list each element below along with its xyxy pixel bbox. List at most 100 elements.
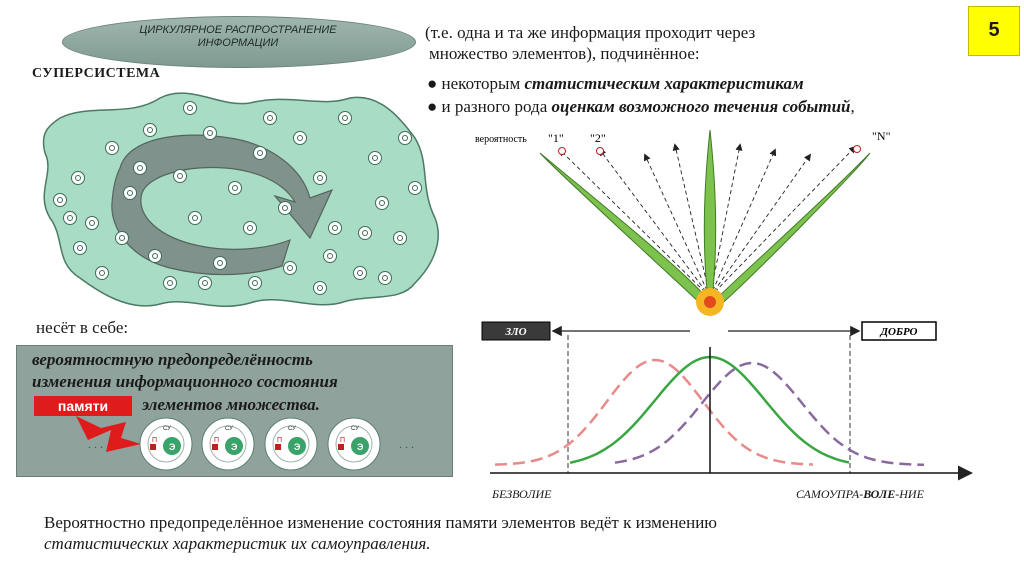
cell-element bbox=[253, 146, 267, 160]
cell-e-label: Э bbox=[231, 442, 238, 452]
cell-p-label: П bbox=[214, 437, 219, 444]
bullet-1: ● некоторым статистическим характеристик… bbox=[427, 74, 804, 94]
cell-element bbox=[393, 231, 407, 245]
cell-element bbox=[243, 221, 257, 235]
dots-left: . . . bbox=[88, 437, 103, 451]
cell-element bbox=[328, 221, 342, 235]
bullet-2: ● и разного рода оценкам возможного тече… bbox=[427, 97, 855, 117]
leaf-right bbox=[711, 152, 871, 308]
evil-box bbox=[481, 321, 551, 341]
cell-element bbox=[163, 276, 177, 290]
cell-element bbox=[228, 181, 242, 195]
cell-element bbox=[323, 249, 337, 263]
bullet-2-tail: , bbox=[850, 97, 855, 116]
cell-element bbox=[95, 266, 109, 280]
cell-element bbox=[313, 171, 327, 185]
cell-element bbox=[203, 126, 217, 140]
grey-box-line3: элементов множества. bbox=[142, 395, 320, 414]
cell-element bbox=[63, 211, 77, 225]
page-number-badge: 5 bbox=[968, 6, 1020, 56]
curve-purple-dashed bbox=[614, 361, 924, 466]
bullet-dot-icon: ● bbox=[427, 97, 442, 116]
fan-arrow bbox=[672, 143, 711, 298]
caption: Вероятностно предопределённое изменение … bbox=[44, 512, 1004, 554]
endpoint-n bbox=[853, 145, 861, 153]
oval-title-text: ЦИРКУЛЯРНОЕ РАСПРОСТРАНЕНИЕ ИНФОРМАЦИИ bbox=[62, 24, 414, 50]
cell-element bbox=[338, 111, 352, 125]
cell-dots bbox=[53, 101, 422, 295]
carries-label: несёт в себе: bbox=[36, 318, 129, 337]
bullet-2-normal: и разного рода bbox=[441, 97, 552, 116]
cell-element bbox=[353, 266, 367, 280]
memory-arrow bbox=[76, 416, 141, 452]
cell-element bbox=[278, 201, 292, 215]
evil-label: ЗЛО bbox=[504, 326, 526, 338]
x-left-label: БЕЗВОЛИЕ bbox=[492, 487, 552, 501]
fan-arrow bbox=[709, 148, 777, 298]
cell-element bbox=[358, 226, 372, 240]
supersystem-label: СУПЕРСИСТЕМА bbox=[32, 66, 161, 81]
cell-element bbox=[71, 171, 85, 185]
cell-element bbox=[73, 241, 87, 255]
cell-cy-label: СУ bbox=[288, 426, 296, 432]
cell-cy-label: СУ bbox=[225, 426, 233, 432]
fan-arrow bbox=[709, 153, 812, 298]
grey-box-line1: вероятностную предопределённость bbox=[32, 350, 313, 369]
cell-p-label: П bbox=[277, 437, 282, 444]
memory-cell: П СУ Э bbox=[264, 417, 318, 471]
cell-element bbox=[293, 131, 307, 145]
fan-arrow bbox=[558, 148, 711, 298]
x-right-label: САМОУПРА-ВОЛЕ-НИЕ bbox=[796, 487, 924, 502]
fan-label-1: "1" bbox=[548, 131, 564, 145]
cell-element bbox=[198, 276, 212, 290]
intro-line1: (т.е. одна и та же информация проходит ч… bbox=[425, 23, 756, 42]
cell-p-label: П bbox=[340, 437, 345, 444]
x-right-label-bold: ВОЛЕ bbox=[863, 487, 896, 501]
cell-element bbox=[375, 196, 389, 210]
cell-e-label: Э bbox=[357, 442, 364, 452]
cell-element bbox=[283, 261, 297, 275]
fan-dashed-arrows bbox=[558, 143, 861, 298]
probability-label: вероятность bbox=[475, 134, 527, 145]
cell-element bbox=[85, 216, 99, 230]
cell-e-label: Э bbox=[294, 442, 301, 452]
cell-element bbox=[148, 249, 162, 263]
fan-arrow bbox=[709, 145, 857, 298]
cell-element bbox=[105, 141, 119, 155]
intro-line2: множество элементов), подчинённое: bbox=[429, 44, 700, 63]
curve-red-dashed bbox=[494, 358, 814, 466]
intro-text: (т.е. одна и та же информация проходит ч… bbox=[425, 22, 905, 64]
grey-box-line2: изменения информационного состояния bbox=[32, 372, 338, 391]
cell-element bbox=[313, 281, 327, 295]
bullet-1-emph: статистическим характеристикам bbox=[524, 74, 804, 93]
oval-title-line2: ИНФОРМАЦИИ bbox=[197, 37, 279, 49]
cell-element bbox=[53, 193, 67, 207]
fan-arrow bbox=[643, 153, 711, 298]
caption-line1: Вероятностно предопределённое изменение … bbox=[44, 513, 717, 532]
bullet-dot-icon: ● bbox=[427, 74, 442, 93]
cell-p-label: П bbox=[152, 437, 157, 444]
cell-element bbox=[378, 271, 392, 285]
x-right-label-post: -НИЕ bbox=[895, 487, 924, 501]
memory-highlight: памяти bbox=[34, 396, 132, 416]
cell-element bbox=[123, 186, 137, 200]
good-box bbox=[861, 321, 937, 341]
cell-element bbox=[398, 131, 412, 145]
cell-element bbox=[248, 276, 262, 290]
dots-right: . . . bbox=[399, 437, 414, 451]
supersystem-diagram bbox=[42, 92, 439, 307]
bullet-2-emph: оценкам возможного течения событий bbox=[551, 97, 851, 116]
cell-element bbox=[368, 151, 382, 165]
fan-label-2: "2" bbox=[590, 131, 606, 145]
good-label: ДОБРО bbox=[880, 326, 918, 338]
cell-element bbox=[408, 181, 422, 195]
cell-e-label: Э bbox=[169, 442, 176, 452]
title-oval bbox=[62, 16, 416, 68]
cell-element bbox=[115, 231, 129, 245]
cell-element bbox=[213, 256, 227, 270]
fan-arrow bbox=[709, 143, 743, 298]
